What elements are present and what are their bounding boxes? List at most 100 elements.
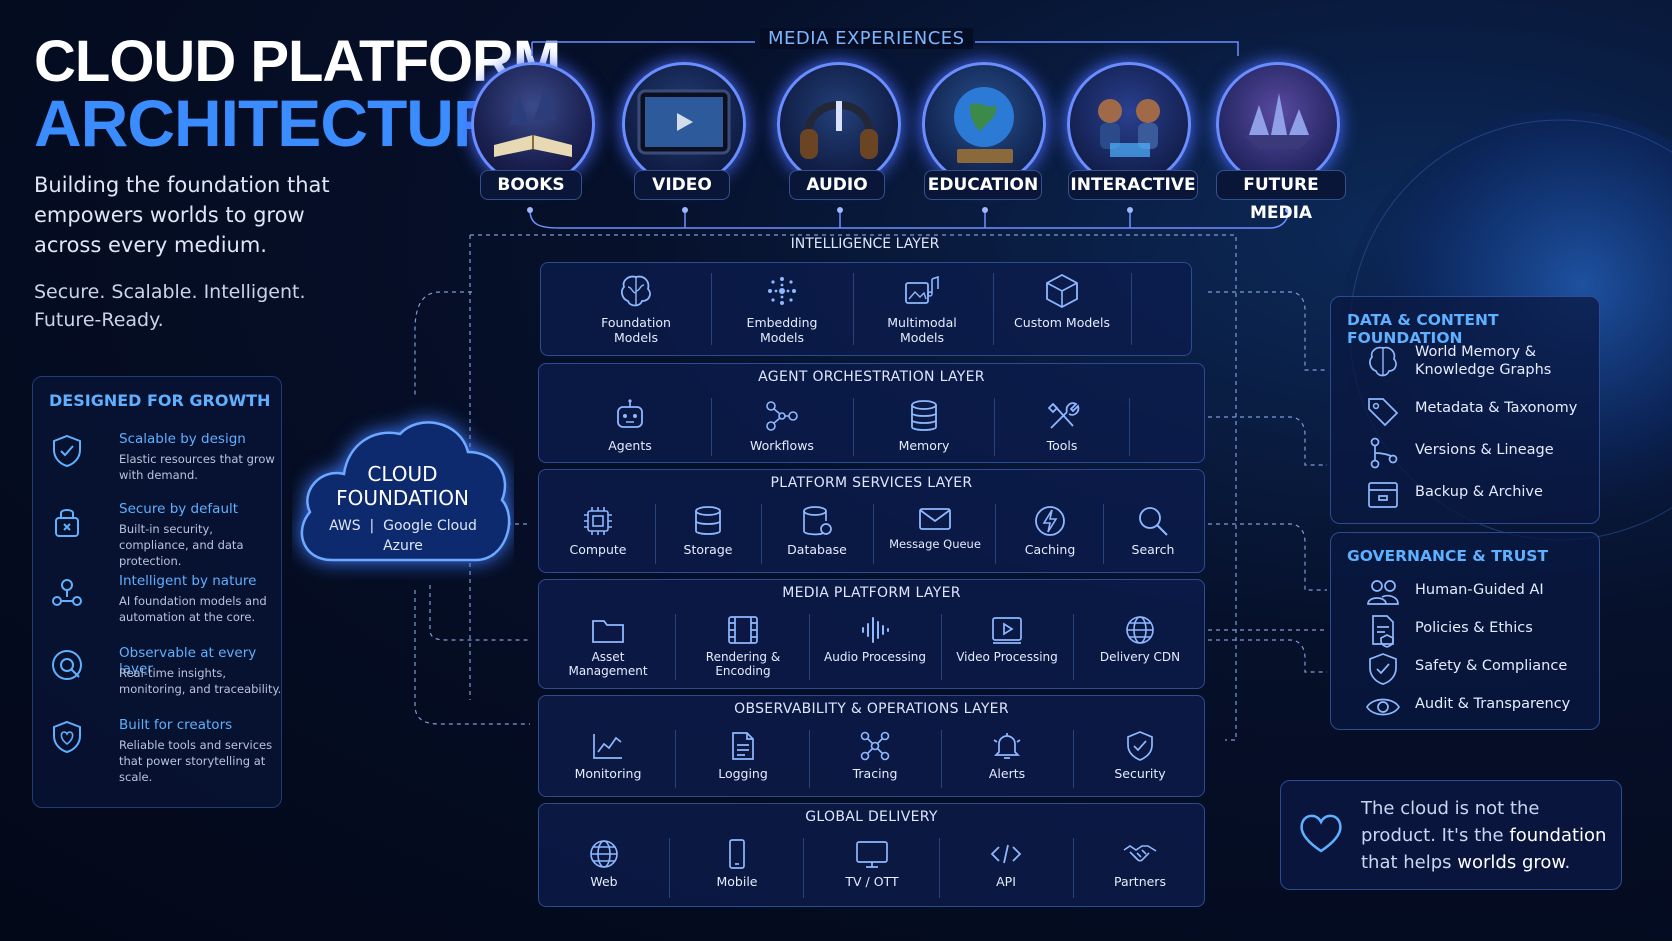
data-foundation-title: DATA & CONTENT FOUNDATION — [1347, 311, 1499, 347]
media-item-delivery-cdn: Delivery CDN — [1085, 614, 1195, 664]
delivery-item-tv-ott: TV / OTT — [815, 838, 929, 889]
page-tagline: Secure. Scalable. Intelligent. Future-Re… — [34, 281, 306, 331]
growth-item-intelligent: Intelligent by nature AI foundation mode… — [49, 573, 274, 643]
data-item-label: World Memory & Knowledge Graphs — [1415, 343, 1565, 379]
governance-title: GOVERNANCE & TRUST — [1347, 547, 1549, 565]
brain-icon — [1369, 346, 1397, 377]
delivery-item-label: Mobile — [716, 874, 758, 889]
platform-services-layer: PLATFORM SERVICES LAYER Compute Storage … — [538, 469, 1205, 573]
growth-panel-title: DESIGNED FOR GROWTH — [49, 391, 271, 410]
media-label-video: VIDEO — [634, 170, 730, 200]
platform-item-database: Database — [771, 504, 863, 557]
global-delivery-layer: GLOBAL DELIVERY Web Mobile TV / OTT API … — [538, 803, 1205, 907]
cloud-foundation-title: CLOUD FOUNDATION — [336, 462, 469, 510]
media-layer-title: MEDIA PLATFORM LAYER — [782, 585, 961, 601]
platform-layer-title: PLATFORM SERVICES LAYER — [770, 475, 973, 491]
platform-item-label: Storage — [683, 542, 733, 557]
obs-item-security: Security — [1085, 730, 1195, 781]
intelligence-item-multimodal-models: Multimodal Models — [867, 271, 977, 345]
search-icon — [1139, 507, 1168, 536]
platform-item-compute: Compute — [553, 504, 643, 557]
people-icon — [1367, 580, 1399, 605]
database-gear-icon — [803, 506, 832, 536]
growth-item-name: Scalable by design — [119, 431, 246, 447]
platform-item-message-queue: Message Queue — [885, 504, 985, 551]
platform-item-caching: Caching — [1005, 504, 1095, 557]
agent-item-memory: Memory — [869, 398, 979, 453]
storage-icon — [695, 506, 721, 535]
network-people-icon — [52, 579, 82, 606]
waveform-icon — [862, 617, 889, 643]
observability-layer-title: OBSERVABILITY & OPERATIONS LAYER — [734, 701, 1009, 717]
cube-icon — [1046, 273, 1078, 309]
designed-for-growth-panel: DESIGNED FOR GROWTH Scalable by design E… — [32, 376, 282, 808]
heart-icon — [1300, 814, 1342, 853]
platform-item-storage: Storage — [663, 504, 753, 557]
platform-item-label: Caching — [1024, 542, 1076, 557]
media-item-rendering: Rendering & Encoding — [685, 614, 801, 678]
agent-item-label: Workflows — [750, 438, 814, 453]
media-item-label: Asset Management — [568, 650, 648, 678]
chip-icon — [584, 507, 612, 535]
media-audio-image — [777, 62, 901, 186]
bell-icon — [993, 733, 1021, 759]
archive-box-icon — [1368, 482, 1398, 508]
media-item-asset-management: Asset Management — [553, 614, 663, 678]
obs-item-tracing: Tracing — [819, 730, 931, 781]
observability-layer: OBSERVABILITY & OPERATIONS LAYER Monitor… — [538, 695, 1205, 797]
globe-grid-icon — [1126, 616, 1154, 644]
shield-check-icon — [1127, 731, 1153, 761]
governance-trust-panel: GOVERNANCE & TRUST Human-Guided AI Polic… — [1330, 532, 1600, 730]
growth-item-secure: Secure by default Built-in security, com… — [49, 501, 274, 571]
quote-part2: that helps — [1361, 852, 1458, 873]
platform-item-label: Search — [1131, 542, 1175, 557]
obs-item-monitoring: Monitoring — [553, 730, 663, 781]
eye-icon — [1366, 698, 1400, 716]
delivery-item-web: Web — [549, 838, 659, 889]
media-books-image — [471, 62, 595, 186]
intelligence-item-foundation-models: Foundation Models — [581, 271, 691, 345]
tablet-icon — [637, 89, 731, 155]
page-subtitle: Building the foundation that empowers wo… — [34, 173, 330, 257]
film-icon — [728, 616, 758, 644]
obs-item-label: Logging — [718, 766, 768, 781]
delivery-item-mobile: Mobile — [681, 838, 793, 889]
media-interactive-image — [1067, 62, 1191, 186]
media-item-video-processing: Video Processing — [951, 614, 1063, 664]
delivery-item-partners: Partners — [1085, 838, 1195, 889]
gov-item-label: Human-Guided AI — [1415, 582, 1544, 598]
gov-item-label: Audit & Transparency — [1415, 696, 1571, 712]
agent-item-tools: Tools — [1007, 398, 1117, 453]
obs-item-label: Security — [1114, 766, 1166, 781]
media-item-label: Rendering & Encoding — [705, 650, 781, 678]
agent-item-workflows: Workflows — [727, 398, 837, 453]
intelligence-item-label: Foundation Models — [601, 315, 671, 345]
obs-item-alerts: Alerts — [951, 730, 1063, 781]
media-label-interactive: INTERACTIVE — [1068, 170, 1198, 200]
cloud-providers: AWS | Google Cloud Azure — [318, 516, 488, 556]
platform-item-label: Database — [787, 542, 847, 557]
chart-line-icon — [593, 734, 622, 759]
intelligence-item-label: Custom Models — [1014, 315, 1110, 330]
intelligence-item-label: Multimodal Models — [887, 315, 957, 345]
book-icon — [494, 85, 572, 157]
video-player-icon — [992, 617, 1022, 644]
kids-icon — [1098, 99, 1160, 157]
branch-icon — [1370, 437, 1398, 469]
floating-city-icon — [1243, 93, 1315, 149]
gov-item-label: Policies & Ethics — [1415, 620, 1533, 636]
intelligence-item-custom-models: Custom Models — [1007, 271, 1117, 330]
growth-item-scalable: Scalable by design Elastic resources tha… — [49, 431, 275, 501]
robot-icon — [617, 399, 643, 428]
growth-item-name: Built for creators — [119, 717, 233, 733]
obs-item-label: Alerts — [988, 766, 1026, 781]
obs-item-label: Monitoring — [574, 766, 642, 781]
intelligence-layer-header: INTELLIGENCE LAYER — [535, 236, 1195, 256]
intelligence-layer-title: INTELLIGENCE LAYER — [790, 236, 940, 252]
shield-scale-icon — [53, 434, 81, 468]
folder-icon — [592, 620, 624, 643]
tools-icon — [1047, 402, 1080, 429]
delivery-item-label: TV / OTT — [845, 874, 899, 889]
media-item-label: Audio Processing — [824, 650, 926, 664]
observe-icon — [52, 650, 82, 680]
